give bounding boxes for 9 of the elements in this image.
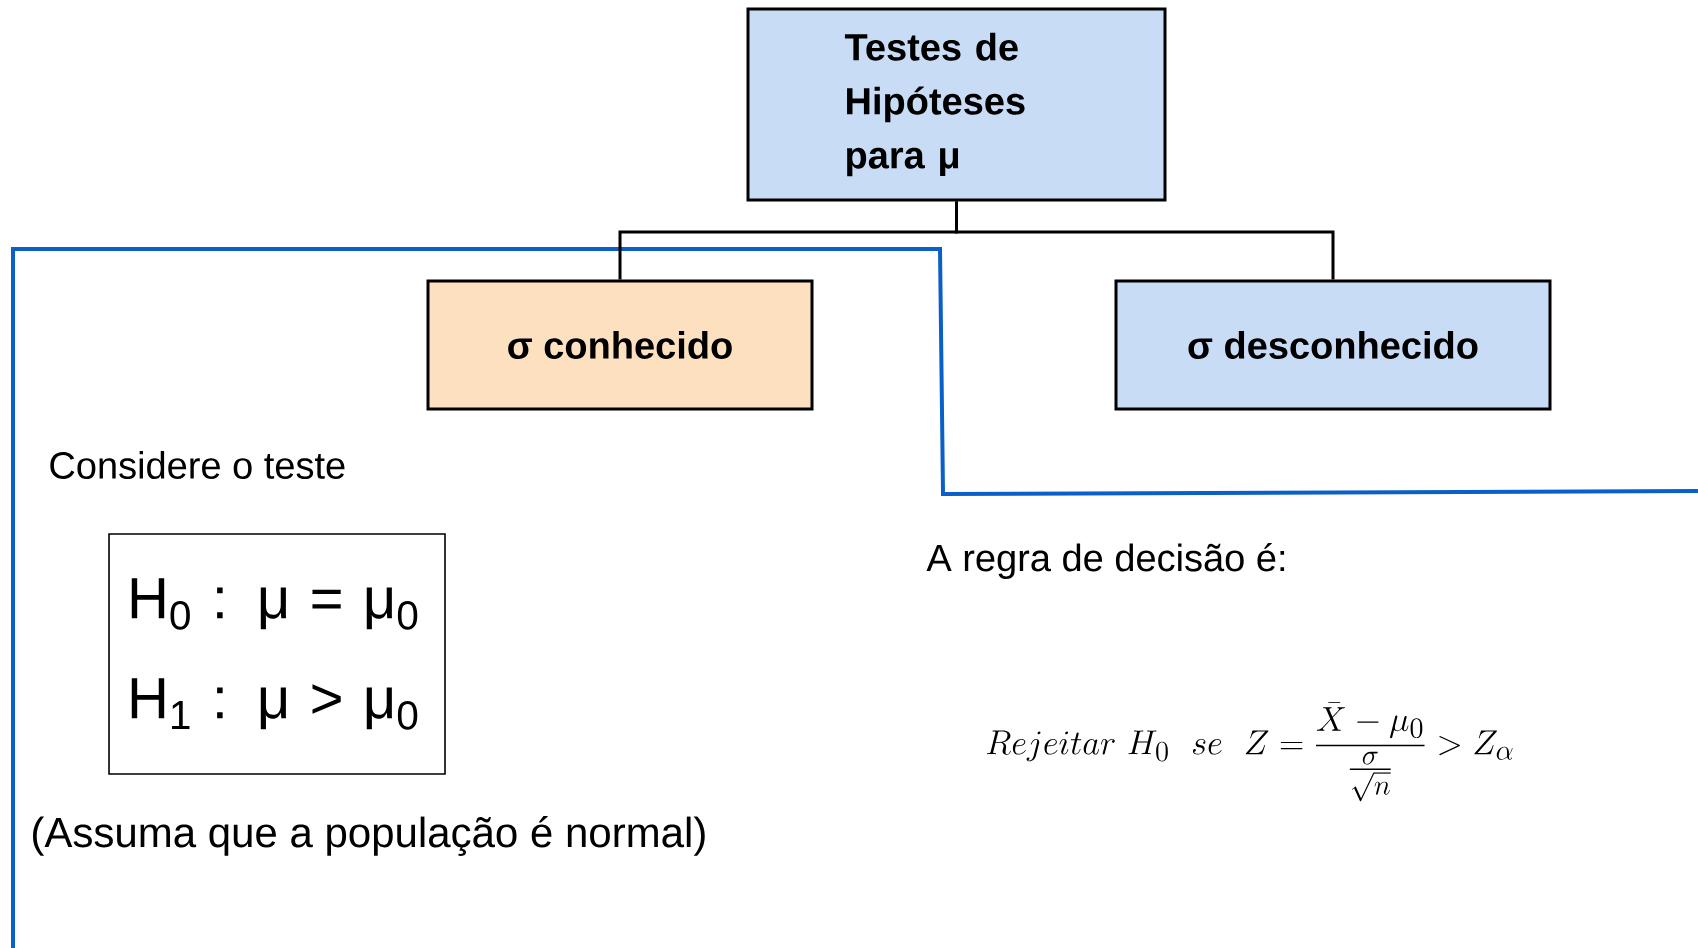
process-box: σ desconhecido [1114, 279, 1552, 411]
connector [955, 201, 1335, 280]
formula: $Rejeitar\ H_0\ \ se\ \ Z=\frac{\bar{X}-\mu_0}{\frac{\sigma}{\sqrt{n}}}>Z_\alpha$ [986, 702, 1513, 802]
hypothesis-box: H$_{0}$ : μ = μ$_{0}$ H$_{1}$ : μ > μ$_{0}$ [108, 533, 446, 775]
text-label: A regra de decisão é: [926, 543, 1285, 579]
process-box: σ conhecido [426, 279, 814, 411]
note-text: (Assuma que a população é normal) [33, 816, 705, 856]
text-label: Considere o teste [50, 451, 345, 479]
process-box: Testes de Hipóteses para μ [746, 7, 1167, 202]
